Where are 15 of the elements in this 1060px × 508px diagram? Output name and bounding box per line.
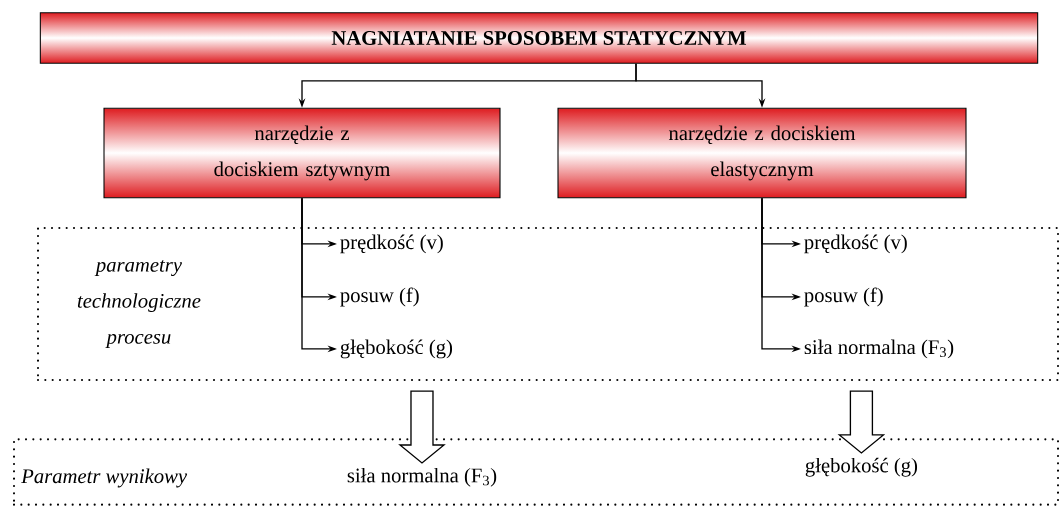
parameter-text: siła normalna (F$_{3}$) <box>804 339 954 359</box>
parameter-text: posuw (f) <box>804 287 883 307</box>
hollow-arrow <box>837 390 886 454</box>
parameter-text: prędkość (v) <box>340 234 443 254</box>
parameter-text: siła normalna (F$_{3}$) <box>347 467 497 487</box>
parameter-text: posuw (f) <box>340 287 419 307</box>
title-box: NAGNIATANIE SPOSOBEM STATYCZNYM <box>39 12 1039 64</box>
tool-box: narzędzie z dociskiem sztywnym <box>103 107 501 199</box>
parameter-text: głębokość (g) <box>340 339 453 359</box>
parameter-text: głębokość (g) <box>805 457 918 477</box>
parameter-text: prędkość (v) <box>804 234 907 254</box>
tool-box: narzędzie z dociskiem elastycznym <box>557 107 967 199</box>
band-heading: Parametr wynikowy <box>21 468 188 488</box>
hollow-arrow <box>398 390 446 464</box>
band-heading: parametry technologiczne procesu <box>77 260 201 348</box>
